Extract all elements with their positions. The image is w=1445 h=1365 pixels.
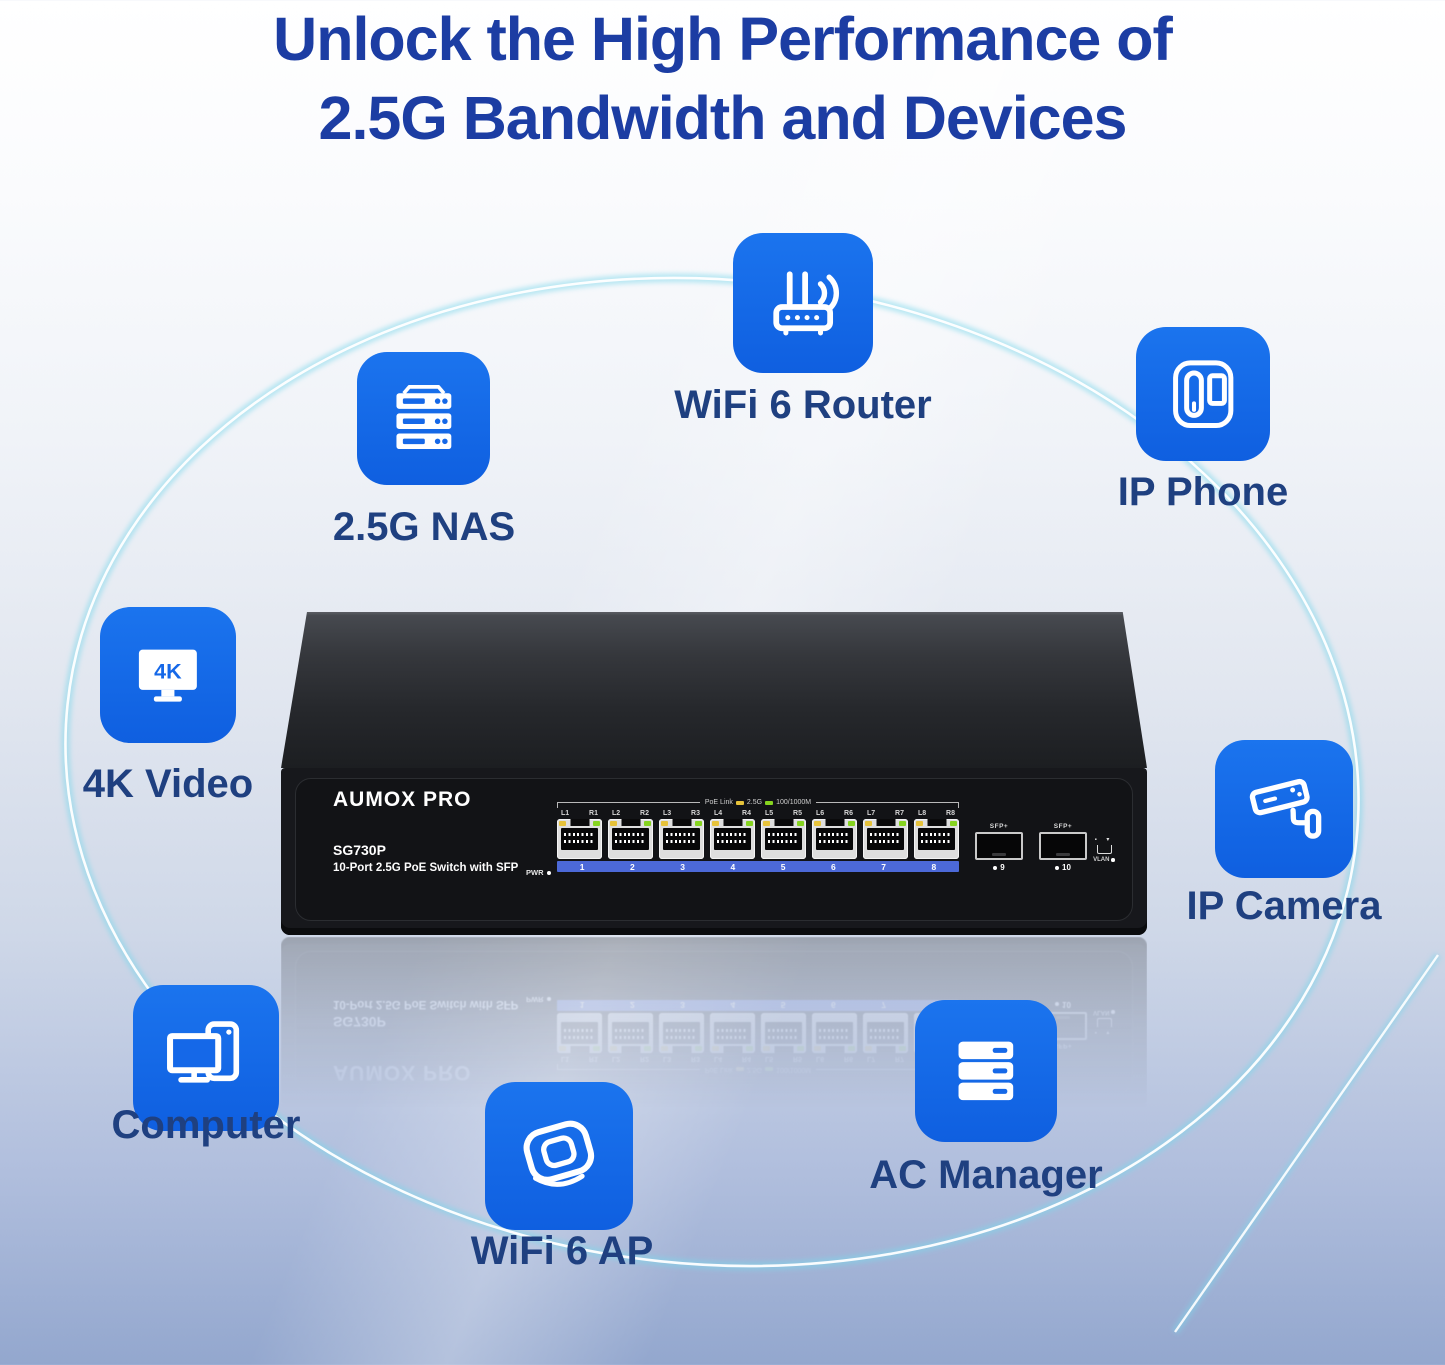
port-number: 7 — [881, 861, 886, 872]
sfp-led — [1055, 865, 1060, 870]
switch-front-face: AUMOX PRO SG730P 10-Port 2.5G PoE Switch… — [281, 768, 1147, 935]
computer-tile — [133, 985, 279, 1131]
port-number: 1 — [579, 861, 585, 872]
rj45-port — [557, 819, 602, 859]
sfp-module — [975, 832, 1023, 860]
nas-tile — [357, 352, 490, 485]
cctv-camera-icon — [1250, 779, 1322, 840]
switch-top-face — [281, 612, 1147, 768]
page-title-line2: 2.5G Bandwidth and Devices — [318, 84, 1128, 152]
rj45-port — [659, 819, 704, 859]
sfp-label: SFP+ — [1053, 823, 1073, 830]
ip-phone-icon — [1172, 360, 1234, 428]
port-number: 6 — [831, 861, 836, 872]
4k-monitor-icon: 4K — [139, 649, 197, 702]
port-number: 4 — [730, 861, 736, 872]
4k-badge: 4K — [154, 660, 182, 684]
sfp-number: 10 — [1055, 863, 1071, 872]
desktop-computer-icon — [166, 1021, 239, 1083]
led-green-swatch — [765, 800, 774, 805]
rj45-port — [863, 819, 908, 859]
vlan-control: ▪ ▾ VLAN — [1091, 837, 1117, 863]
switch-model: SG730P — [333, 842, 386, 858]
poe-switch-device: AUMOX PRO SG730P 10-Port 2.5G PoE Switch… — [281, 612, 1147, 942]
light-streak — [1171, 952, 1442, 1335]
ip-phone-tile — [1136, 327, 1270, 461]
nas-label: 2.5G NAS — [332, 505, 516, 549]
wifi6-router-label: WiFi 6 Router — [674, 383, 932, 427]
rj45-port — [608, 819, 653, 859]
vlan-switch-icon — [1096, 845, 1112, 854]
switch-front-panel: AUMOX PRO SG730P 10-Port 2.5G PoE Switch… — [295, 778, 1133, 921]
rj45-port — [914, 819, 959, 859]
ip-camera-label: IP Camera — [1186, 884, 1382, 928]
page-title: Unlock the High Performance of 2.5G Band… — [0, 0, 1445, 158]
poe-legend-bracket: PoE Link 2.5G 100/1000M — [557, 799, 959, 808]
port-number: 2 — [630, 861, 635, 872]
pwr-led — [546, 870, 551, 875]
rj45-port — [812, 819, 857, 859]
vlan-led — [1111, 858, 1115, 862]
poe-link-label: PoE Link — [704, 799, 733, 806]
wifi6-router-tile — [733, 233, 873, 373]
switch-brand: AUMOX PRO — [333, 788, 472, 811]
access-point-icon — [523, 1120, 595, 1187]
port-number: 3 — [680, 861, 685, 872]
rj45-port — [710, 819, 755, 859]
poe-legend: PoE Link 2.5G 100/1000M — [705, 799, 811, 806]
sfp-label: SFP+ — [989, 823, 1009, 830]
wifi6-ap-label: WiFi 6 AP — [470, 1229, 654, 1273]
ip-camera-tile — [1215, 740, 1353, 878]
router-icon — [773, 271, 839, 336]
port-number: 8 — [931, 861, 937, 872]
sfp-module — [1039, 832, 1087, 860]
speed-2-5g-label: 2.5G — [746, 799, 763, 806]
controller-server-icon — [958, 1041, 1014, 1101]
pwr-label: PWR — [526, 868, 544, 877]
ac-manager-tile — [915, 1000, 1057, 1142]
rj45-port — [761, 819, 806, 859]
nas-server-icon — [396, 384, 451, 449]
sfp-port-9: SFP+ 9 — [975, 823, 1023, 872]
vlan-dots: ▪ ▾ — [1094, 837, 1114, 843]
4k-video-label: 4K Video — [82, 762, 254, 806]
4k-video-tile: 4K — [100, 607, 236, 743]
sfp-led — [993, 865, 998, 870]
sfp-port-10: SFP+ 10 — [1039, 823, 1087, 872]
rj45-ports-row — [557, 819, 959, 859]
port-number-bar: 1 2 3 4 5 6 7 8 — [557, 861, 959, 872]
port-number: 5 — [780, 861, 786, 872]
sfp-number: 9 — [993, 863, 1005, 872]
switch-description: 10-Port 2.5G PoE Switch with SFP — [333, 862, 519, 874]
page-title-line1: Unlock the High Performance of — [273, 5, 1173, 73]
wifi6-ap-tile — [485, 1082, 633, 1230]
computer-label: Computer — [111, 1103, 301, 1147]
speed-100-1000-label: 100/1000M — [776, 799, 812, 806]
led-yellow-swatch — [735, 800, 744, 805]
vlan-label: VLAN — [1091, 857, 1117, 863]
pwr-indicator: PWR — [526, 868, 551, 877]
sfp-ports-block: SFP+ 9 SFP+ 10 — [975, 823, 1087, 872]
ac-manager-label: AC Manager — [869, 1153, 1103, 1197]
ip-phone-label: IP Phone — [1117, 470, 1289, 514]
